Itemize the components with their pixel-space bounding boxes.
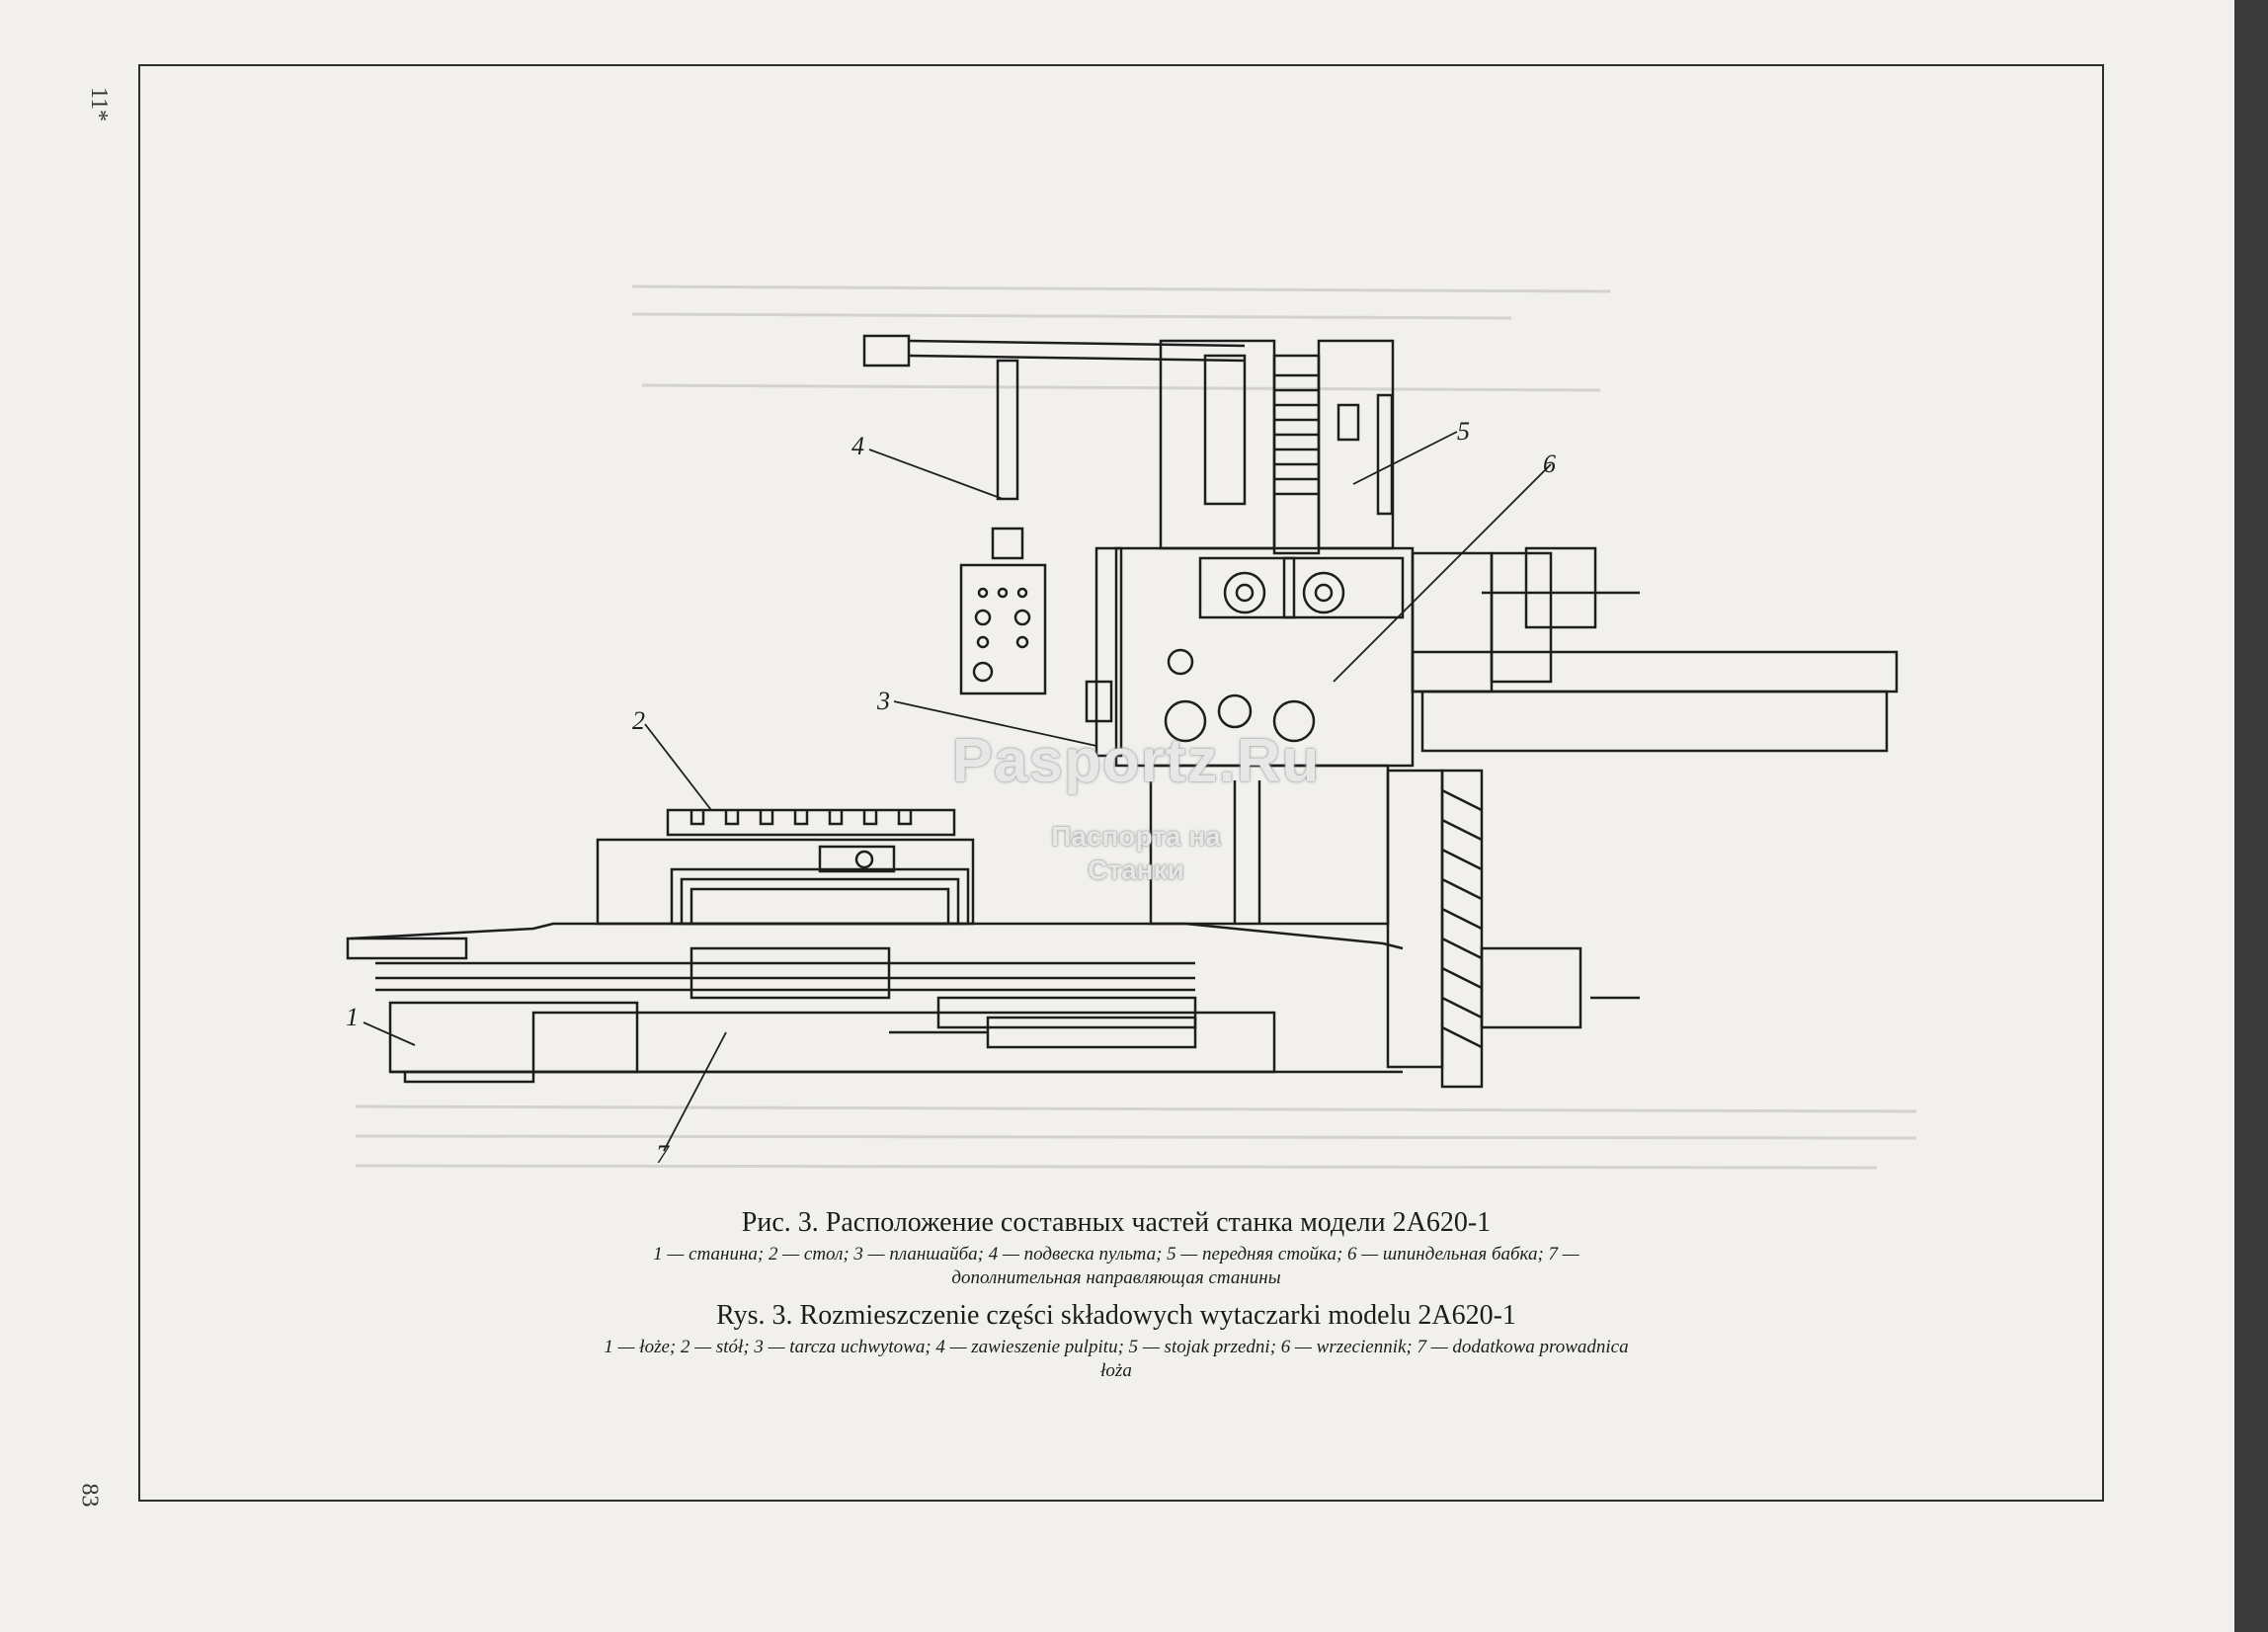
watermark-line-2: Станки bbox=[1088, 855, 1184, 885]
caption-ru-legend: 1 — станина; 2 — стол; 3 — планшайба; 4 … bbox=[653, 1244, 1580, 1288]
bleed-through-text bbox=[355, 285, 1917, 1170]
table-part-2 bbox=[596, 808, 975, 926]
watermark-subtitle: Паспорта на Станки bbox=[968, 820, 1304, 887]
callout-5: 5 bbox=[1457, 417, 1470, 446]
caption-polish: Rys. 3. Rozmieszczenie części składowych… bbox=[593, 1300, 1640, 1383]
faceplate-part-3 bbox=[1085, 546, 1390, 926]
front-column-part-5 bbox=[1159, 339, 1484, 1089]
caption-pl-legend: 1 — łoże; 2 — stół; 3 — tarcza uchwytowa… bbox=[604, 1337, 1629, 1381]
watermark-line-1: Паспорта на bbox=[1051, 821, 1221, 852]
page-frame bbox=[138, 64, 2104, 1502]
callout-6: 6 bbox=[1543, 449, 1556, 478]
auxiliary-guideway-part-7 bbox=[889, 1016, 1197, 1049]
spindle-head-part-6 bbox=[1114, 546, 1899, 1029]
caption-russian: Рис. 3. Расположение составных частей ст… bbox=[593, 1207, 1640, 1290]
callout-7: 7 bbox=[656, 1140, 670, 1169]
caption-pl-title: Rys. 3. Rozmieszczenie części składowych… bbox=[716, 1300, 1516, 1331]
callout-1: 1 bbox=[346, 1003, 359, 1031]
callout-2: 2 bbox=[632, 706, 645, 735]
callout-3: 3 bbox=[876, 687, 890, 715]
caption-ru-title: Рис. 3. Расположение составных частей ст… bbox=[741, 1207, 1492, 1238]
pendant-control-part-4 bbox=[862, 334, 1246, 695]
watermark-site: Pasportz.Ru bbox=[951, 727, 1321, 795]
callout-4: 4 bbox=[851, 432, 864, 460]
bed-part-1 bbox=[346, 922, 1404, 1084]
leader-lines bbox=[363, 431, 1552, 1152]
